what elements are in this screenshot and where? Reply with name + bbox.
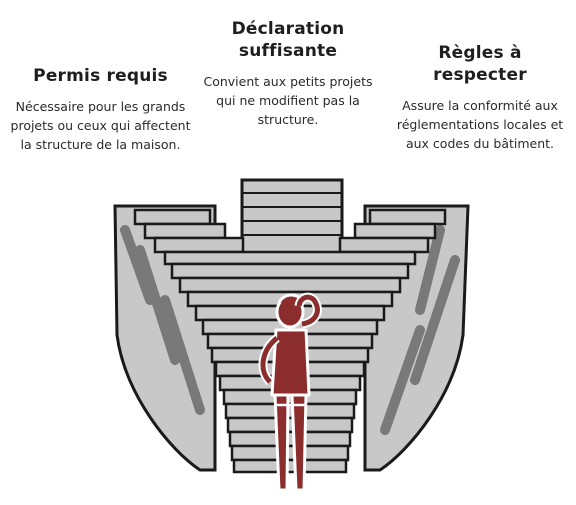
declaration-title: Déclaration suffisante	[231, 19, 345, 61]
person-figure	[258, 292, 322, 492]
permit-required-text: Nécessaire pour les grands projets ou ce…	[10, 99, 191, 152]
tower-lines	[242, 192, 342, 236]
shading-strokes	[120, 225, 460, 435]
right-upper-steps	[338, 208, 447, 254]
declaration-text: Convient aux petits projets qui ne modif…	[203, 74, 373, 127]
rules-block: Règles à respecter Assure la conformité …	[392, 42, 568, 153]
permit-required-block: Permis requis Nécessaire pour les grands…	[8, 65, 193, 154]
rules-text: Assure la conformité aux réglementations…	[396, 98, 564, 151]
declaration-block: Déclaration suffisante Convient aux peti…	[196, 18, 380, 129]
rules-title: Règles à respecter	[433, 43, 527, 85]
permit-required-title: Permis requis	[33, 66, 168, 86]
center-tower	[240, 178, 344, 260]
